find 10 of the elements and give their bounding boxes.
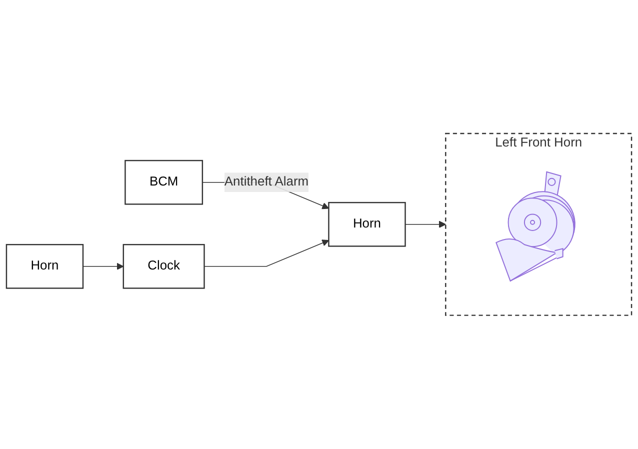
node-box (122, 244, 205, 289)
cluster (445, 132, 632, 316)
horn-circuit-diagram: Antitheft Alarm Left Front Horn BCM Horn Clock Horn (0, 127, 638, 322)
node-box (328, 202, 406, 247)
node-box (6, 244, 84, 289)
node-box (124, 160, 204, 205)
arrow (204, 240, 330, 267)
arrow (82, 262, 124, 270)
arrow (404, 220, 446, 228)
horn-drawing (496, 171, 576, 282)
